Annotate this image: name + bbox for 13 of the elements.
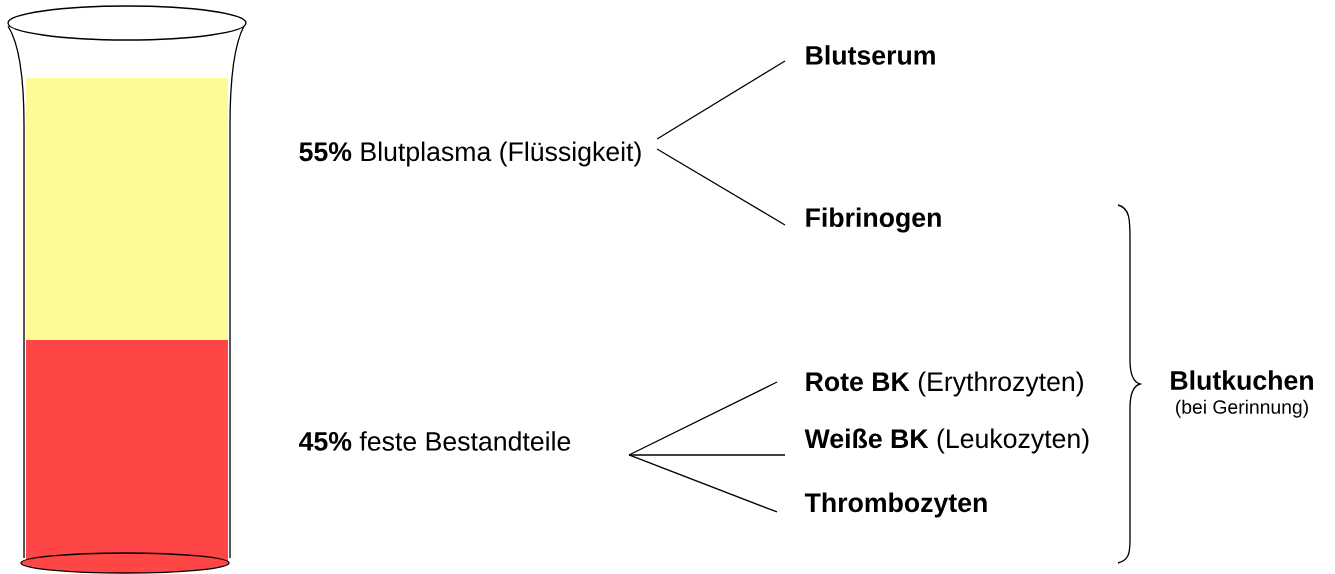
text-label: Thrombozyten (804, 492, 987, 518)
text-label: 45% feste Bestandteile (299, 431, 571, 451)
text-label: Fibrinogen (806, 207, 941, 233)
text-label: Weiße BK (Leukozyten) (804, 428, 1089, 454)
connector-line (628, 454, 786, 456)
connector-line (656, 60, 786, 140)
text-label: 55% Blutplasma (Flüssigkeit) (299, 141, 641, 167)
connector-line (628, 381, 778, 456)
text-label: Blutkuchen (bei Gerinnung) (1171, 370, 1313, 418)
connector-line (656, 148, 786, 226)
text-label: Rote BK (Erythrozyten) (806, 371, 1083, 397)
connector-line (628, 454, 778, 513)
text-label: Blutserum (806, 45, 935, 65)
